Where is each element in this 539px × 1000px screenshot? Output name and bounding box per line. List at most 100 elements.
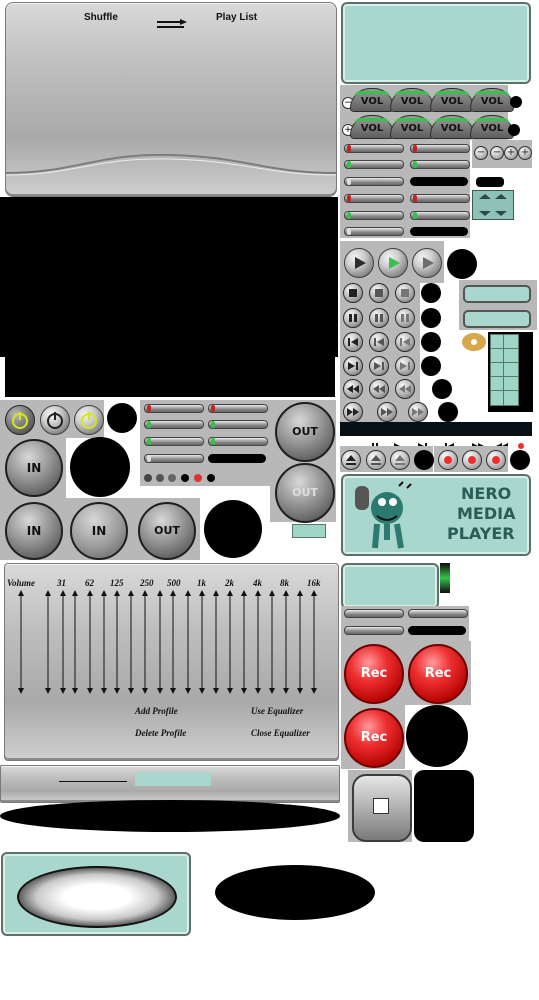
- mid-slider-6[interactable]: [208, 437, 268, 446]
- brand-logo-panel: NERO MEDIA PLAYER: [341, 474, 531, 556]
- mid-slider-5[interactable]: [144, 437, 204, 446]
- brand-line-3: PLAYER: [447, 524, 515, 543]
- brand-line-1: NERO: [461, 484, 512, 503]
- pause-icon: [375, 314, 383, 322]
- forward-button-2[interactable]: [377, 402, 397, 422]
- slider-5[interactable]: [344, 177, 404, 186]
- plus-small-button[interactable]: +: [504, 146, 518, 160]
- eq-band-volume: Volume: [7, 578, 36, 588]
- use-equalizer-button[interactable]: Use Equalizer: [251, 706, 304, 716]
- vol-knob-5[interactable]: VOL: [350, 115, 394, 139]
- vol-knob-6[interactable]: VOL: [390, 115, 434, 139]
- bottom-metal-strip: [0, 765, 340, 803]
- pause-button-1[interactable]: [343, 308, 363, 328]
- power-icon: [81, 412, 97, 429]
- prev-button-1[interactable]: [343, 332, 363, 352]
- pause-button-2[interactable]: [369, 308, 389, 328]
- mid-slider-4[interactable]: [208, 420, 268, 429]
- prev-button-2[interactable]: [369, 332, 389, 352]
- eq-band-31: 31: [57, 578, 66, 588]
- oval-panel: [1, 852, 191, 936]
- vol-knob-1[interactable]: VOL: [350, 88, 394, 112]
- vol-knob-2[interactable]: VOL: [390, 88, 434, 112]
- prev-button-3[interactable]: [395, 332, 415, 352]
- black-dot-pause: [421, 308, 441, 328]
- arrow-grid[interactable]: [472, 190, 514, 220]
- record-small-1[interactable]: [438, 450, 458, 470]
- square-button[interactable]: [352, 774, 412, 842]
- power-button-1[interactable]: [5, 405, 35, 435]
- delete-profile-button[interactable]: Delete Profile: [135, 728, 187, 738]
- slider-1[interactable]: [344, 144, 404, 153]
- stop-button-1[interactable]: [343, 283, 363, 303]
- vol-knob-8[interactable]: VOL: [470, 115, 514, 139]
- mid-slider-1[interactable]: [144, 404, 204, 413]
- rewind-button-2[interactable]: [369, 379, 389, 399]
- mid-slider-7[interactable]: [144, 454, 204, 463]
- vol-knob-3[interactable]: VOL: [430, 88, 474, 112]
- power-button-3[interactable]: [74, 405, 104, 435]
- lcd-small-2[interactable]: [463, 310, 531, 328]
- black-dot-rewind: [432, 379, 452, 399]
- shuffle-label[interactable]: Shuffle: [84, 12, 118, 23]
- rec-button-2[interactable]: Rec: [408, 644, 468, 704]
- slider-10[interactable]: [344, 227, 404, 236]
- out-button-3[interactable]: OUT: [275, 463, 335, 523]
- top-lcd-display: [341, 2, 531, 84]
- record-small-3[interactable]: [486, 450, 506, 470]
- ee-buttons[interactable]: [292, 524, 326, 538]
- stop-icon: [349, 289, 357, 297]
- vol-knob-4[interactable]: VOL: [470, 88, 514, 112]
- play-button-1[interactable]: [344, 248, 374, 278]
- power-button-2[interactable]: [40, 405, 70, 435]
- mini-eq-s-2[interactable]: [503, 390, 519, 406]
- eject-button-1[interactable]: [341, 450, 361, 470]
- rec-button-1[interactable]: Rec: [344, 644, 404, 704]
- play-button-2[interactable]: [378, 248, 408, 278]
- vol-knob-7[interactable]: VOL: [430, 115, 474, 139]
- minus-small-button-2[interactable]: −: [490, 146, 504, 160]
- mid-slider-3[interactable]: [144, 420, 204, 429]
- slider-3[interactable]: [344, 160, 404, 169]
- next-button-1[interactable]: [343, 356, 363, 376]
- forward-button-1[interactable]: [343, 402, 363, 422]
- slider-8[interactable]: [344, 211, 404, 220]
- mid-slider-2[interactable]: [208, 404, 268, 413]
- close-equalizer-button[interactable]: Close Equalizer: [251, 728, 310, 738]
- slider-2[interactable]: [410, 144, 470, 153]
- pause-button-3[interactable]: [395, 308, 415, 328]
- eq-band-16k: 16k: [307, 578, 321, 588]
- playlist-label[interactable]: Play List: [216, 12, 258, 23]
- eject-button-3[interactable]: [390, 450, 410, 470]
- out-button-1[interactable]: OUT: [138, 502, 196, 560]
- forward-button-3[interactable]: [408, 402, 428, 422]
- slider-6[interactable]: [344, 194, 404, 203]
- stop-button-3[interactable]: [395, 283, 415, 303]
- record-small-2[interactable]: [462, 450, 482, 470]
- rec-button-3[interactable]: Rec: [344, 708, 404, 768]
- eq-sliders[interactable]: [13, 590, 333, 696]
- next-button-2[interactable]: [369, 356, 389, 376]
- eq-slider-2[interactable]: [408, 609, 468, 618]
- out-button-2[interactable]: OUT: [275, 402, 335, 462]
- rewind-button-3[interactable]: [395, 379, 415, 399]
- in-button-3[interactable]: IN: [70, 502, 128, 560]
- next-button-3[interactable]: [395, 356, 415, 376]
- eq-slider-3[interactable]: [344, 626, 404, 635]
- minus-small-button[interactable]: −: [474, 146, 488, 160]
- play-button-3[interactable]: [412, 248, 442, 278]
- lcd-small-1[interactable]: [463, 285, 531, 303]
- eq-slider-1[interactable]: [344, 609, 404, 618]
- slider-4[interactable]: [410, 160, 470, 169]
- in-button-2[interactable]: IN: [5, 502, 63, 560]
- stop-button-2[interactable]: [369, 283, 389, 303]
- eject-button-2[interactable]: [366, 450, 386, 470]
- in-button-1[interactable]: IN: [5, 439, 63, 497]
- slider-9[interactable]: [410, 211, 470, 220]
- eq-band-2k: 2k: [225, 578, 234, 588]
- add-profile-button[interactable]: Add Profile: [135, 706, 178, 716]
- oval-button[interactable]: [17, 866, 177, 928]
- rewind-button-1[interactable]: [343, 379, 363, 399]
- plus-small-button-2[interactable]: +: [518, 146, 532, 160]
- slider-7[interactable]: [410, 194, 470, 203]
